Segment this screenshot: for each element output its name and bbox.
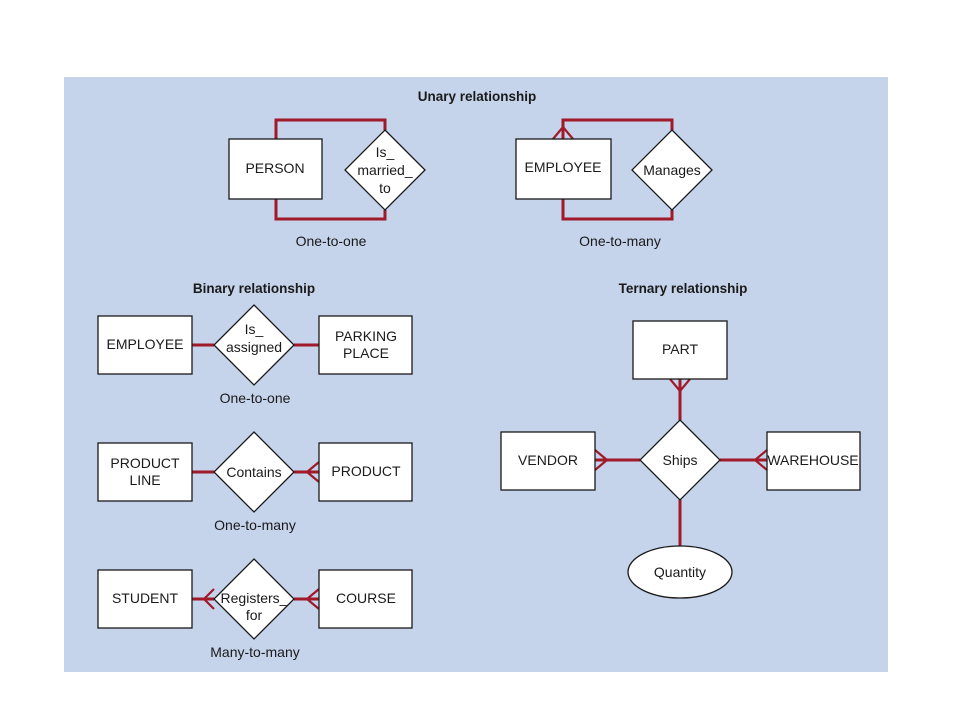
entity-label: EMPLOYEE (106, 336, 183, 352)
entity-label-line: PRODUCT (110, 455, 180, 471)
crows-foot-many (594, 449, 608, 471)
binary-one-to-one: EMPLOYEE Is_ assigned PARKING PLACE One-… (97, 304, 413, 406)
entity-course (318, 569, 413, 629)
connector-line (561, 118, 674, 139)
crows-foot-many (552, 126, 574, 140)
entity-employee (515, 138, 612, 200)
unary-one-to-one: PERSON Is_ married_ to One-to-one (228, 118, 426, 249)
entity-label-line: PLACE (343, 345, 389, 361)
relationship-label: Ships (662, 452, 697, 468)
heading-binary: Binary relationship (193, 281, 315, 296)
connector-line (561, 199, 674, 221)
relationship-label-line: for (246, 607, 263, 623)
relationship-label-line: Is_ (376, 144, 395, 160)
entity-vendor (500, 431, 596, 491)
relationship-manages (631, 129, 713, 211)
cardinality-label: One-to-many (579, 233, 661, 249)
relationship-is-assigned (213, 304, 295, 386)
entity-label: EMPLOYEE (524, 159, 601, 175)
heading-ternary: Ternary relationship (619, 281, 748, 296)
entity-label: PRODUCT (331, 463, 401, 479)
diagram-panel (64, 77, 888, 672)
entity-product (318, 442, 413, 502)
relationship-ships (639, 419, 721, 501)
entity-person (228, 138, 323, 200)
relationship-is-married-to (344, 129, 426, 211)
entity-label: PART (662, 341, 698, 357)
relationship-label-line: assigned (226, 339, 282, 355)
ternary-relationship: PART VENDOR WAREHOUSE Ships Quantity (500, 320, 861, 599)
relationship-contains (213, 431, 295, 513)
relationship-label-line: to (379, 180, 391, 196)
relationship-label-line: Registers_ (221, 590, 288, 606)
relationship-label: Contains (226, 464, 281, 480)
crows-foot-many (306, 588, 320, 610)
entity-label: WAREHOUSE (767, 452, 858, 468)
entity-label: PERSON (245, 160, 304, 176)
cardinality-label: One-to-one (220, 390, 291, 406)
entity-parking-place (318, 315, 413, 375)
unary-one-to-many: EMPLOYEE Manages One-to-many (515, 118, 713, 249)
relationship-label: Manages (643, 162, 701, 178)
crows-foot-many (669, 378, 691, 392)
entity-part (632, 320, 728, 380)
crows-foot-many (203, 588, 215, 610)
cardinality-label: One-to-many (214, 517, 296, 533)
relationship-label-line: married_ (357, 162, 412, 178)
entity-label-line: LINE (129, 472, 160, 488)
entity-employee (97, 315, 193, 375)
connector-line (274, 199, 387, 221)
entity-warehouse (766, 431, 861, 491)
binary-one-to-many: PRODUCT LINE Contains PRODUCT One-to-man… (97, 431, 413, 533)
cardinality-label: Many-to-many (210, 644, 299, 660)
entity-product-line (97, 442, 193, 502)
entity-label: COURSE (336, 590, 396, 606)
cardinality-label: One-to-one (296, 233, 367, 249)
binary-many-to-many: STUDENT Registers_ for COURSE Many-to-ma… (97, 558, 413, 660)
entity-student (97, 569, 193, 629)
crows-foot-many (754, 449, 768, 471)
connector-line (274, 118, 387, 139)
entity-label: VENDOR (518, 452, 578, 468)
heading-unary: Unary relationship (418, 89, 537, 104)
relationship-registers-for (213, 558, 295, 640)
attribute-label: Quantity (654, 564, 706, 580)
entity-label: STUDENT (112, 590, 179, 606)
attribute-quantity (627, 545, 733, 599)
crows-foot-many (306, 461, 320, 483)
entity-label-line: PARKING (335, 328, 397, 344)
relationship-label-line: Is_ (245, 321, 264, 337)
